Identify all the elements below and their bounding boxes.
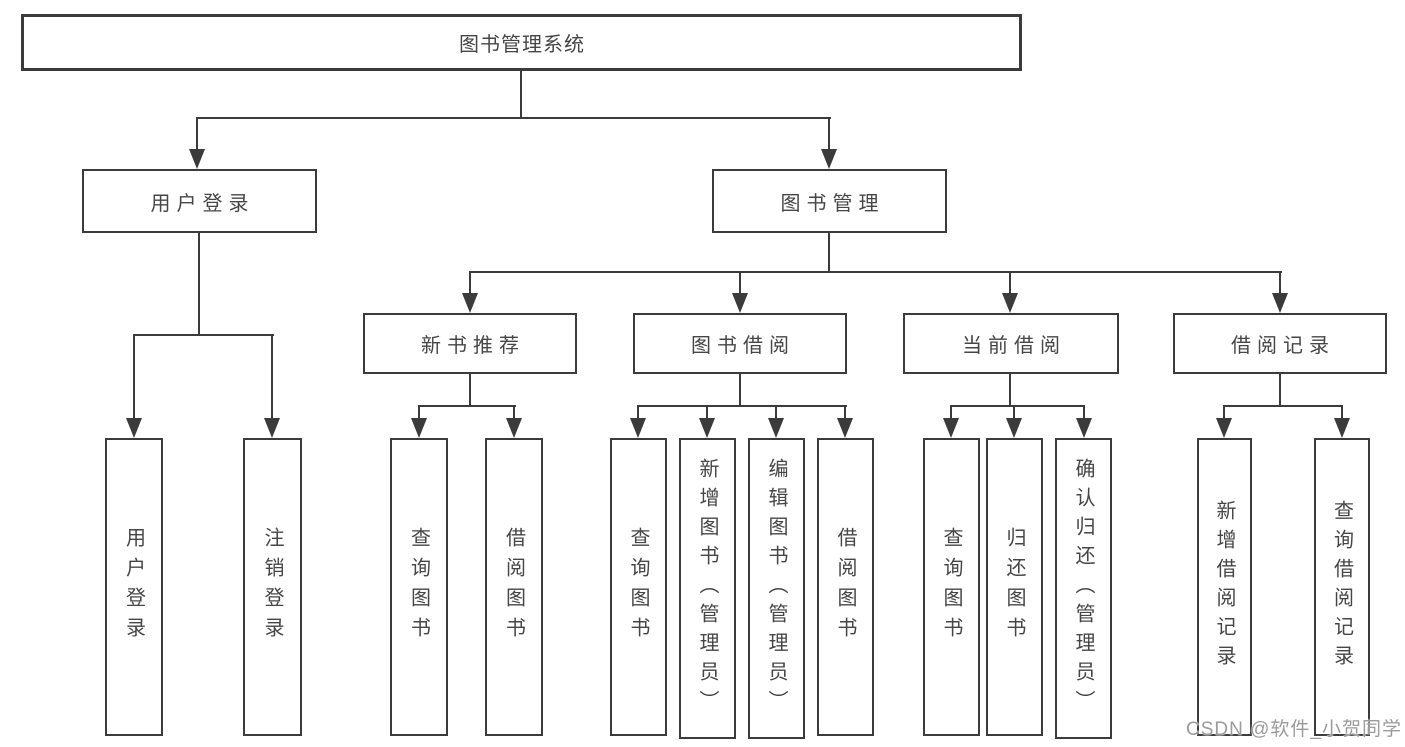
- leaf-borrow-edit-admin: 编辑图书（管理员）: [748, 438, 805, 739]
- leaf-label: 注销登录: [261, 527, 283, 647]
- arrowhead-down-icon: [837, 418, 853, 438]
- connector-line: [739, 374, 741, 407]
- connector-line: [1223, 405, 1343, 407]
- node-borrow-records: 借阅记录: [1173, 313, 1387, 374]
- leaf-label: 借阅图书: [834, 527, 856, 647]
- arrowhead-down-icon: [462, 293, 478, 313]
- leaf-label: 查询借阅记录: [1330, 500, 1353, 674]
- connector-line: [739, 271, 741, 297]
- arrowhead-down-icon: [821, 149, 837, 169]
- leaf-label: 确认归还（管理员）: [1072, 458, 1094, 719]
- leaf-logout: 注销登录: [243, 438, 302, 736]
- connector-line: [271, 334, 273, 422]
- leaf-label: 编辑图书（管理员）: [765, 458, 787, 719]
- connector-line: [637, 405, 639, 422]
- connector-line: [775, 405, 777, 422]
- node-root: 图书管理系统: [21, 14, 1022, 71]
- connector-line: [198, 233, 200, 336]
- leaf-borrow-query: 查询图书: [610, 438, 667, 736]
- connector-line: [520, 70, 522, 118]
- connector-line: [950, 405, 952, 422]
- arrowhead-down-icon: [126, 418, 142, 438]
- connector-line: [1223, 405, 1225, 422]
- leaf-newbook-query: 查询图书: [390, 438, 448, 736]
- leaf-newbook-borrow: 借阅图书: [485, 438, 543, 736]
- node-user-login: 用户登录: [82, 169, 317, 233]
- connector-line: [196, 117, 198, 153]
- connector-line: [469, 271, 1282, 273]
- connector-line: [706, 405, 708, 422]
- leaf-label: 查询图书: [627, 527, 649, 647]
- arrowhead-down-icon: [189, 149, 205, 169]
- arrowhead-down-icon: [506, 418, 522, 438]
- leaf-label: 查询图书: [407, 527, 430, 647]
- connector-line: [950, 405, 1085, 407]
- arrowhead-down-icon: [699, 418, 715, 438]
- connector-line: [469, 374, 471, 407]
- arrowhead-down-icon: [630, 418, 646, 438]
- leaf-label: 新增图书（管理员）: [696, 458, 718, 719]
- leaf-current-query: 查询图书: [923, 438, 980, 736]
- connector-line: [133, 334, 274, 336]
- connector-line: [844, 405, 846, 422]
- arrowhead-down-icon: [732, 293, 748, 313]
- connector-line: [133, 334, 135, 422]
- connector-line: [1279, 374, 1281, 407]
- node-book-borrow: 图书借阅: [633, 313, 847, 374]
- leaf-current-confirm-admin: 确认归还（管理员）: [1055, 438, 1112, 739]
- leaf-label: 用户登录: [122, 527, 145, 647]
- arrowhead-down-icon: [1272, 293, 1288, 313]
- connector-line: [513, 405, 515, 422]
- node-new-book-recommend: 新书推荐: [363, 313, 577, 374]
- connector-line: [1009, 271, 1011, 297]
- leaf-label: 借阅图书: [502, 527, 525, 647]
- connector-line: [1341, 405, 1343, 422]
- connector-line: [469, 271, 471, 297]
- connector-line: [1009, 374, 1011, 407]
- connector-line: [418, 405, 420, 422]
- arrowhead-down-icon: [1002, 293, 1018, 313]
- node-book-management: 图书管理: [712, 169, 947, 233]
- leaf-records-add: 新增借阅记录: [1197, 438, 1252, 736]
- arrowhead-down-icon: [1216, 418, 1232, 438]
- arrowhead-down-icon: [1076, 418, 1092, 438]
- leaf-label: 查询图书: [940, 527, 962, 647]
- watermark: CSDN @软件_小贺同学: [1186, 719, 1402, 740]
- node-current-borrow: 当前借阅: [903, 313, 1119, 374]
- arrowhead-down-icon: [1334, 418, 1350, 438]
- leaf-borrow-add-admin: 新增图书（管理员）: [679, 438, 736, 739]
- leaf-records-query: 查询借阅记录: [1314, 438, 1370, 736]
- connector-line: [196, 117, 831, 119]
- connector-line: [828, 233, 830, 273]
- connector-line: [1279, 271, 1281, 297]
- leaf-borrow-borrow: 借阅图书: [817, 438, 874, 736]
- arrowhead-down-icon: [1006, 418, 1022, 438]
- arrowhead-down-icon: [768, 418, 784, 438]
- leaf-label: 新增借阅记录: [1213, 500, 1235, 674]
- connector-line: [1013, 405, 1015, 422]
- arrowhead-down-icon: [264, 418, 280, 438]
- connector-line: [418, 405, 516, 407]
- connector-line: [1083, 405, 1085, 422]
- leaf-current-return: 归还图书: [986, 438, 1043, 736]
- connector-line: [637, 405, 847, 407]
- connector-line: [828, 117, 830, 153]
- leaf-user-login: 用户登录: [105, 438, 163, 736]
- arrowhead-down-icon: [411, 418, 427, 438]
- arrowhead-down-icon: [943, 418, 959, 438]
- leaf-label: 归还图书: [1003, 527, 1025, 647]
